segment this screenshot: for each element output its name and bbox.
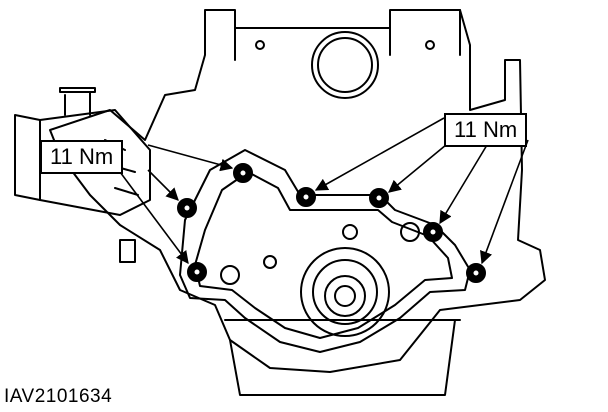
front-cover-inner-rim bbox=[194, 171, 453, 339]
torque-label-right: 11 Nm bbox=[444, 113, 528, 147]
front-cover-outline bbox=[179, 149, 471, 353]
leader-line-bolt-2 bbox=[147, 169, 179, 201]
cover-hole-lower bbox=[263, 255, 277, 269]
block-top-circle-inner bbox=[317, 37, 373, 93]
housing-top-fitting bbox=[59, 87, 96, 116]
crankshaft-hub bbox=[334, 285, 356, 307]
crankshaft-seal-mid bbox=[312, 259, 378, 325]
crankshaft-seal-inner bbox=[324, 275, 366, 317]
bolt-3 bbox=[187, 262, 207, 282]
bolt-2 bbox=[177, 198, 197, 218]
water-pump-housing bbox=[14, 114, 41, 201]
oil-pan-outline bbox=[229, 319, 456, 396]
dowel-pin-left bbox=[220, 265, 240, 285]
bolt-5 bbox=[369, 188, 389, 208]
dowel-pin-right bbox=[400, 222, 420, 242]
leader-line-bolt-6 bbox=[439, 139, 491, 225]
block-small-hole-right bbox=[425, 40, 435, 50]
bolt-4 bbox=[296, 187, 316, 207]
bolt-1 bbox=[233, 163, 253, 183]
cover-hole-center bbox=[342, 224, 358, 240]
inlet-neck bbox=[39, 109, 151, 216]
bolt-7 bbox=[466, 263, 486, 283]
leader-line-bolt-3 bbox=[119, 171, 189, 265]
block-top-circle bbox=[311, 31, 379, 99]
leader-line-bolt-5 bbox=[388, 139, 453, 193]
leader-line-bolt-4 bbox=[314, 117, 445, 191]
bolt-6 bbox=[423, 222, 443, 242]
leader-line-bolt-7 bbox=[480, 139, 529, 265]
torque-label-left: 11 Nm bbox=[40, 140, 124, 174]
housing-bolt-lower bbox=[119, 239, 136, 263]
block-upper-ridge bbox=[234, 9, 461, 61]
leader-line-bolt-1 bbox=[147, 144, 234, 172]
block-small-hole-left bbox=[255, 40, 265, 50]
engine-block-outline bbox=[49, 9, 546, 373]
figure-code: IAV2101634 bbox=[4, 386, 113, 407]
crankshaft-seal-outer bbox=[300, 247, 390, 337]
